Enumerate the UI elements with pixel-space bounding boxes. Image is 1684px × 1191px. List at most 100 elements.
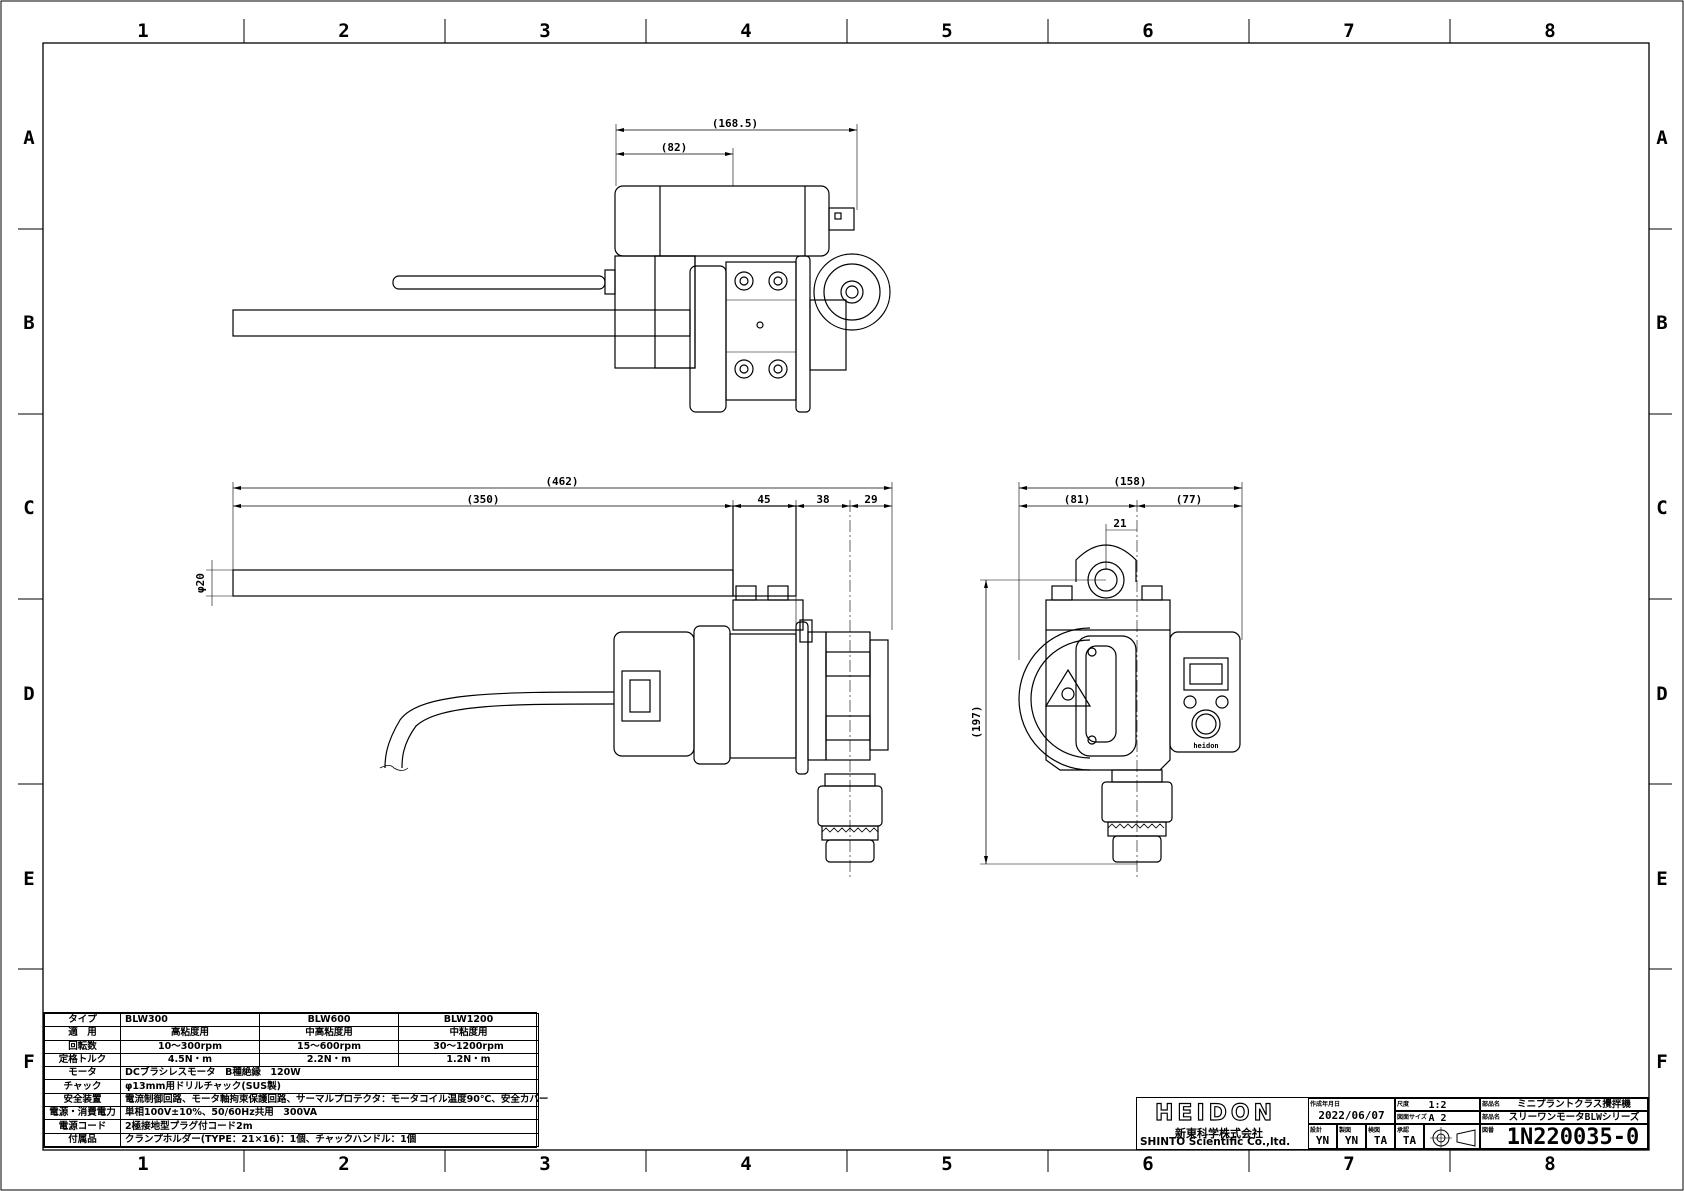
- spec-value: 4.5N・m: [120, 1052, 260, 1068]
- zone-col-bottom: 5: [941, 1153, 952, 1175]
- spec-value: φ13mm用ドリルチャック(SUS製): [120, 1079, 539, 1094]
- zone-row-right: E: [1656, 868, 1667, 890]
- spec-value: 中粘度用: [398, 1026, 539, 1041]
- dim-front-height: (197): [970, 705, 983, 738]
- table-row: 付属品 クランプホルダー(TYPE：21×16)：1個、チャックハンドル：1個: [44, 1132, 539, 1148]
- spec-value: 15～600rpm: [259, 1039, 399, 1054]
- zone-row-left: D: [23, 683, 34, 705]
- zone-col-top: 1: [137, 20, 148, 42]
- drawing-border: [42, 42, 1650, 1151]
- zone-col-top: 6: [1142, 20, 1153, 42]
- zone-col-bottom: 3: [539, 1153, 550, 1175]
- zone-col-top: 7: [1343, 20, 1354, 42]
- front-view: [980, 482, 1243, 880]
- table-row: 適 用 高粘度用 中高粘度用 中粘度用: [44, 1026, 539, 1041]
- spec-value: 電流制御回路、モータ軸拘束保護回路、サーマルプロテクタ：モータコイル温度90℃、…: [120, 1092, 548, 1108]
- dim-top-total: (168.5): [712, 117, 758, 130]
- checker-cell: 検図 TA: [1366, 1124, 1395, 1149]
- spec-value: DCブラシレスモータ B種絶縁 120W: [120, 1066, 539, 1081]
- spec-value: クランプホルダー(TYPE：21×16)：1個、チャックハンドル：1個: [120, 1132, 539, 1148]
- table-row: 定格トルク 4.5N・m 2.2N・m 1.2N・m: [44, 1052, 539, 1068]
- dim-front-right: (77): [1176, 493, 1203, 506]
- top-view: [232, 124, 891, 413]
- zone-row-left: C: [23, 497, 34, 519]
- zone-col-top: 3: [539, 20, 550, 42]
- table-row: 回転数 10～300rpm 15～600rpm 30～1200rpm: [44, 1039, 539, 1054]
- zone-col-bottom: 6: [1142, 1153, 1153, 1175]
- spec-value: 単相100V±10%、50/60Hz共用 300VA: [120, 1106, 539, 1121]
- spec-label: 電源・消費電力: [44, 1106, 121, 1121]
- dim-front-offset: 21: [1113, 517, 1127, 530]
- dim-side-29: 29: [864, 493, 877, 506]
- zone-col-top: 5: [941, 20, 952, 42]
- projection-symbol: [1424, 1124, 1480, 1149]
- spec-label: 回転数: [44, 1039, 121, 1054]
- spec-value: 中高粘度用: [259, 1026, 399, 1041]
- zone-col-top: 8: [1544, 20, 1555, 42]
- dim-shaft-diameter: φ20: [194, 573, 207, 593]
- spec-type-label: タイプ: [44, 1012, 121, 1028]
- zone-col-bottom: 4: [740, 1153, 751, 1175]
- drafter-cell: 製図 YN: [1337, 1124, 1366, 1149]
- date-cell: 作成年月日 2022/06/07: [1308, 1098, 1395, 1124]
- zone-row-right: B: [1656, 312, 1667, 334]
- spec-model: BLW300: [120, 1012, 260, 1028]
- spec-label: 定格トルク: [44, 1052, 121, 1068]
- spec-value: 30～1200rpm: [398, 1039, 539, 1054]
- table-row: タイプ BLW300 BLW600 BLW1200: [44, 1012, 539, 1028]
- dim-side-total: (462): [545, 475, 578, 488]
- spec-label: チャック: [44, 1079, 121, 1094]
- zone-col-top: 2: [338, 20, 349, 42]
- spec-label: 付属品: [44, 1132, 121, 1148]
- brand-logo: HEIDON: [1154, 1100, 1277, 1126]
- dim-top-partial: (82): [661, 141, 688, 154]
- side-view: [206, 482, 893, 880]
- zone-col-bottom: 8: [1544, 1153, 1555, 1175]
- part-name-cell: 部品名 ミニプラントクラス攪拌機: [1480, 1098, 1648, 1111]
- drawing-number-cell: 図番 1N220035-0: [1480, 1124, 1648, 1150]
- dim-side-38: 38: [816, 493, 829, 506]
- designer-cell: 設計 YN: [1308, 1124, 1337, 1149]
- scale-cell: 尺度 1:2: [1395, 1098, 1480, 1111]
- spec-value: 2.2N・m: [259, 1052, 399, 1068]
- approver-cell: 承認 TA: [1395, 1124, 1424, 1149]
- series-name-cell: 部品名 スリーワンモータBLWシリーズ: [1480, 1111, 1648, 1124]
- company-name-jp: 新東科学株式会社: [1175, 1127, 1263, 1140]
- spec-value: 2極接地型プラグ付コード2m: [120, 1119, 539, 1134]
- dim-side-shaft: (350): [466, 493, 499, 506]
- table-row: チャック φ13mm用ドリルチャック(SUS製): [44, 1079, 539, 1094]
- zone-row-left: E: [23, 868, 34, 890]
- zone-row-right: F: [1656, 1051, 1667, 1073]
- spec-label: 安全装置: [44, 1092, 121, 1108]
- panel-brand: heidon: [1193, 742, 1218, 750]
- spec-value: 高粘度用: [120, 1026, 260, 1041]
- zone-row-left: B: [23, 312, 34, 334]
- zone-col-bottom: 1: [137, 1153, 148, 1175]
- dim-front-left: (81): [1064, 493, 1091, 506]
- zone-row-left: A: [23, 127, 35, 149]
- company-name-en: SHINTO Scientific Co.,ltd.: [1140, 1136, 1291, 1148]
- company-logo: HEIDON 新東科学株式会社 SHINTO Scientific Co.,lt…: [1137, 1098, 1309, 1149]
- spec-model: BLW600: [259, 1012, 399, 1028]
- spec-label: 電源コード: [44, 1119, 121, 1134]
- spec-value: 10～300rpm: [120, 1039, 260, 1054]
- spec-label: 適 用: [44, 1026, 121, 1041]
- zone-col-top: 4: [740, 20, 751, 42]
- spec-model: BLW1200: [398, 1012, 539, 1028]
- table-row: 電源コード 2極接地型プラグ付コード2m: [44, 1119, 539, 1134]
- zone-col-bottom: 7: [1343, 1153, 1354, 1175]
- zone-row-left: F: [23, 1051, 34, 1073]
- zone-col-bottom: 2: [338, 1153, 349, 1175]
- table-row: モータ DCブラシレスモータ B種絶縁 120W: [44, 1066, 539, 1081]
- drawing-number: 1N220035-0: [1506, 1125, 1640, 1150]
- table-row: 安全装置 電流制御回路、モータ軸拘束保護回路、サーマルプロテクタ：モータコイル温…: [44, 1092, 548, 1108]
- table-row: 電源・消費電力 単相100V±10%、50/60Hz共用 300VA: [44, 1106, 539, 1121]
- spec-label: モータ: [44, 1066, 121, 1081]
- title-block: HEIDON 新東科学株式会社 SHINTO Scientific Co.,lt…: [1136, 1097, 1649, 1150]
- third-angle-projection-icon: [1430, 1127, 1476, 1149]
- dim-side-45: 45: [757, 493, 770, 506]
- zone-row-right: D: [1656, 683, 1667, 705]
- spec-table: タイプ BLW300 BLW600 BLW1200 適 用 高粘度用 中高粘度用…: [43, 1012, 548, 1148]
- spec-value: 1.2N・m: [398, 1052, 539, 1068]
